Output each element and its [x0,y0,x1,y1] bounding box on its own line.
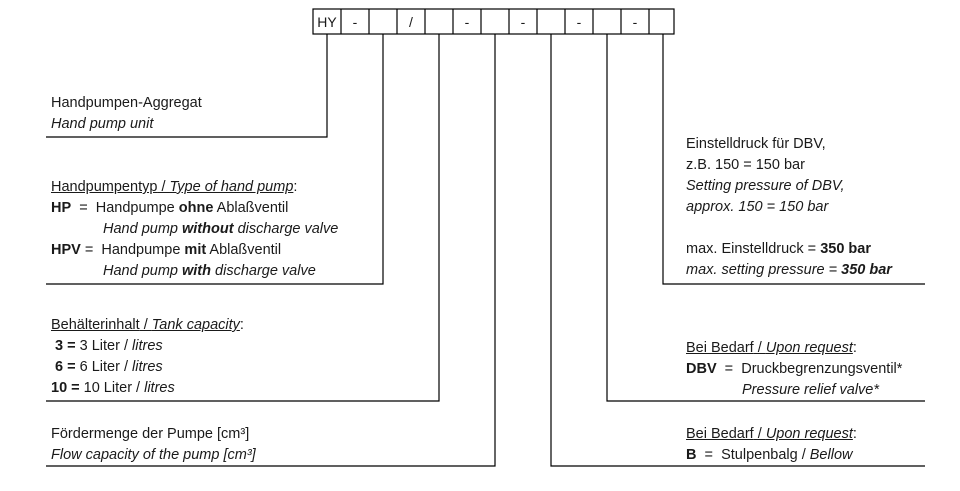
pump-type-heading: Handpumpentyp / Type of hand pump: [51,179,298,195]
pressure-max-de: max. Einstelldruck = 350 bar [686,241,871,257]
tank-row-6: 6 = 6 Liter / litres [51,359,163,375]
pump-type-hpv: HPV = Handpumpe mit Ablaßventil [51,242,282,258]
tank-row-3: 3 = 3 Liter / litres [51,338,163,354]
relief-dbv-en: Pressure relief valve* [742,382,879,398]
code-box-sep-3: - [520,13,526,30]
tank-row-10: 10 = 10 Liter / litres [51,380,175,396]
tank-block: Behälterinhalt / Tank capacity: 3 = 3 Li… [51,315,244,399]
bellow-b: B = Stulpenbalg / Bellow [686,447,853,463]
line-flow [46,34,496,467]
bellow-heading: Bei Bedarf / Upon request: [686,426,857,442]
pump-type-block: Handpumpentyp / Type of hand pump: HP = … [51,177,338,282]
pump-type-hp: HP = Handpumpe ohne Ablaßventil [51,200,289,216]
code-box-frame [312,8,675,35]
relief-dbv: DBV = Druckbegrenzungsventil* [686,361,903,377]
pump-type-hp-en: Hand pump without discharge valve [103,221,339,237]
code-box-slash: / [409,13,413,30]
pressure-block: Einstelldruck für DBV, z.B. 150 = 150 ba… [686,134,892,281]
relief-heading: Bei Bedarf / Upon request: [686,340,857,356]
line-pressure [662,34,925,285]
hand-pump-unit-label: Handpumpen-Aggregat Hand pump unit [51,95,202,132]
line-tank [46,34,440,402]
code-box-hy: HY [317,13,337,30]
code-box-sep-1: - [352,13,358,30]
flow-block: Fördermenge der Pumpe [cm³] Flow capacit… [51,426,256,463]
line-pump-type [46,34,384,285]
pump-type-hpv-en: Hand pump with discharge valve [103,263,316,279]
tank-heading: Behälterinhalt / Tank capacity: [51,317,244,333]
code-box-sep-2: - [464,13,470,30]
line-relief [606,34,925,402]
line-bellow [550,34,925,467]
pressure-max-en: max. setting pressure = 350 bar [686,262,892,278]
line-hand-pump-unit [46,34,328,138]
code-box-sep-4: - [576,13,582,30]
bellow-block: Bei Bedarf / Upon request: B = Stulpenba… [686,424,857,466]
code-box-sep-5: - [632,13,638,30]
relief-block: Bei Bedarf / Upon request: DBV = Druckbe… [686,338,902,401]
